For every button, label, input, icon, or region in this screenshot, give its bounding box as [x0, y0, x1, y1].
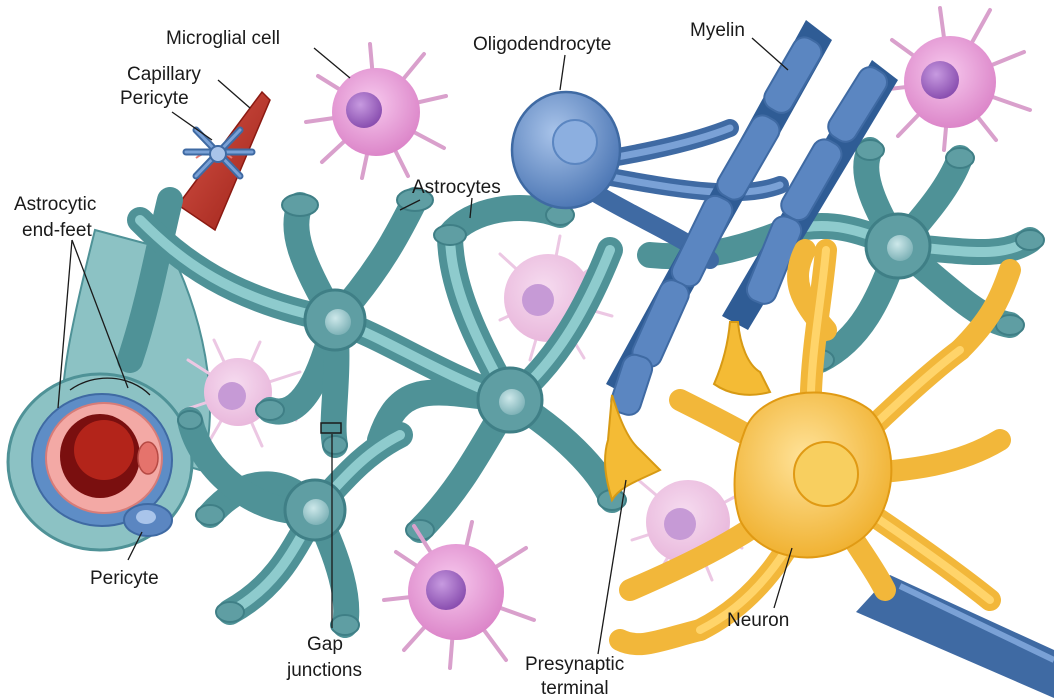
label-astrocytic-endfeet-line2: end-feet [22, 220, 92, 241]
label-oligodendrocyte: Oligodendrocyte [473, 34, 611, 55]
label-myelin: Myelin [690, 20, 745, 41]
label-gap-junctions-line1: Gap [307, 634, 343, 655]
label-astrocytic-endfeet-line1: Astrocytic [14, 194, 96, 215]
label-neuron: Neuron [727, 610, 789, 631]
label-presynaptic-line2: terminal [541, 678, 609, 698]
label-gap-junctions-line2: junctions [286, 660, 362, 681]
label-capillary: Capillary [127, 64, 201, 85]
label-presynaptic-line1: Presynaptic [525, 654, 624, 675]
microglial-cell-top [306, 44, 446, 178]
label-microglial-cell: Microglial cell [166, 28, 280, 49]
label-astrocytes: Astrocytes [412, 177, 501, 198]
microglial-cell-top-right [880, 8, 1030, 150]
label-pericyte-bottom: Pericyte [90, 568, 159, 589]
label-pericyte-top: Pericyte [120, 88, 189, 109]
pericyte-on-vessel [124, 504, 172, 536]
microglial-cell-bottom [384, 522, 534, 668]
blood-vessel-cross-section [8, 230, 210, 550]
